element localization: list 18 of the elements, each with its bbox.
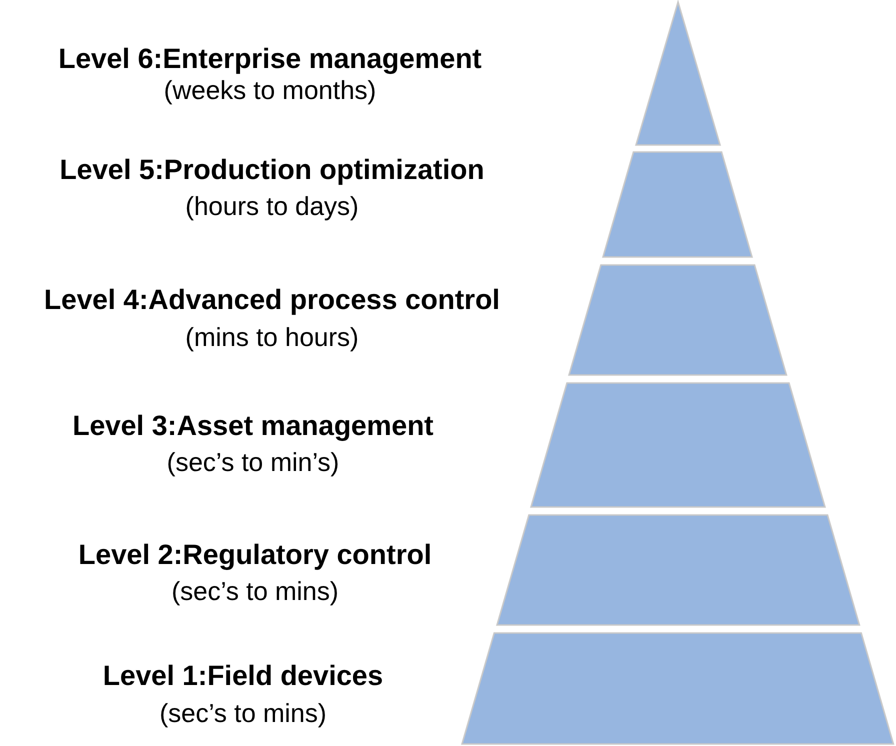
pyramid-band	[462, 633, 894, 744]
level-title: Level 5:Production optimization	[60, 155, 484, 186]
pyramid-band	[603, 152, 752, 257]
time-scale: (sec’s to min’s)	[166, 448, 340, 477]
level-title: Level 2:Regulatory control	[78, 540, 432, 571]
time-scale: (sec’s to mins)	[159, 699, 327, 728]
level-title: Level 4:Advanced process control	[44, 285, 500, 316]
pyramid-band	[496, 515, 860, 625]
level-title: Level 3:Asset management	[72, 411, 434, 442]
pyramid-band	[531, 383, 825, 507]
time-scale: (sec’s to mins)	[171, 577, 339, 606]
level-title: Level 1:Field devices	[102, 661, 384, 692]
pyramid-band	[569, 265, 787, 375]
time-scale: (mins to hours)	[185, 323, 359, 352]
time-scale: (hours to days)	[185, 192, 359, 221]
level-title: Level 6:Enterprise management	[58, 44, 482, 75]
time-scale: (weeks to months)	[164, 76, 376, 105]
pyramid-top-triangle	[636, 2, 720, 145]
